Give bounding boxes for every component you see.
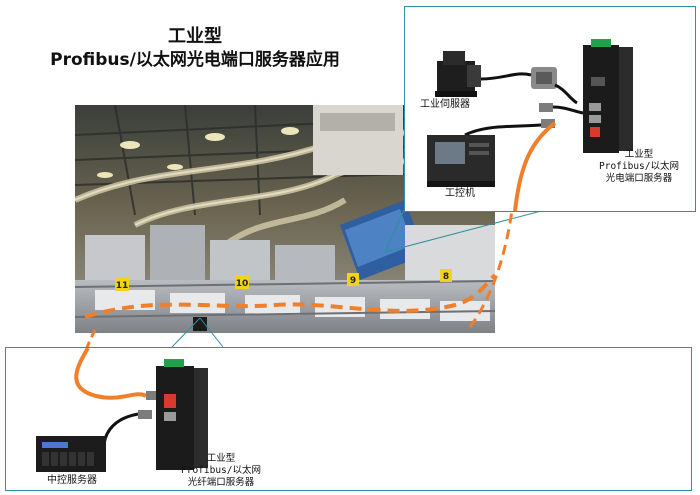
station-tag-9 bbox=[347, 273, 359, 286]
diagram-title-line1: 工业型 bbox=[168, 26, 222, 47]
scene-device-icon bbox=[193, 317, 207, 331]
central-server-icon bbox=[36, 436, 106, 472]
bottom-rj45-plug-icon-2 bbox=[138, 410, 152, 419]
fiber-route-dashed bbox=[84, 273, 495, 319]
station-tag-10 bbox=[235, 275, 249, 289]
bottom-device-label-3: 光纤端口服务器 bbox=[187, 477, 255, 488]
servo-connector-icon bbox=[531, 67, 557, 89]
bottom-device-label-2: Profibus/以太网 bbox=[181, 465, 261, 476]
top-device-label-1: 工业型 bbox=[624, 149, 654, 160]
servo-motor-icon bbox=[435, 51, 481, 97]
port-server-device-icon bbox=[583, 39, 633, 153]
station-tag-9-text: 9 bbox=[350, 276, 356, 286]
fiber-port-server-device-icon bbox=[156, 359, 208, 470]
bottom-device-label-1: 工业型 bbox=[206, 453, 236, 464]
ipc-label: 工控机 bbox=[445, 188, 475, 199]
station-tag-11-text: 11 bbox=[116, 281, 129, 291]
servo-label: 工业伺服器 bbox=[420, 99, 470, 110]
station-tag-11 bbox=[115, 277, 129, 291]
industrial-pc-icon bbox=[427, 135, 495, 187]
station-tag-8-text: 8 bbox=[443, 272, 449, 282]
diagram-title-line2: Profibus/以太网光电端口服务器应用 bbox=[50, 50, 340, 70]
top-callout-panel: 工业伺服器 工控机 工业型 Profibus/以太网 光电端口服务器 bbox=[404, 6, 696, 212]
station-tag-10-text: 10 bbox=[236, 279, 249, 289]
rj45-plug-icon-1 bbox=[539, 103, 553, 112]
rj45-plug-icon-2 bbox=[541, 119, 555, 128]
bottom-callout-panel: 中控服务器 工业型 Profibus/以太网 光纤端口服务器 bbox=[5, 347, 692, 491]
station-tag-8 bbox=[440, 269, 452, 282]
top-device-label-2: Profibus/以太网 bbox=[599, 161, 679, 172]
bottom-rj45-plug-icon-1 bbox=[146, 391, 160, 400]
server-label: 中控服务器 bbox=[47, 475, 97, 486]
top-device-label-3: 光电端口服务器 bbox=[605, 173, 673, 184]
